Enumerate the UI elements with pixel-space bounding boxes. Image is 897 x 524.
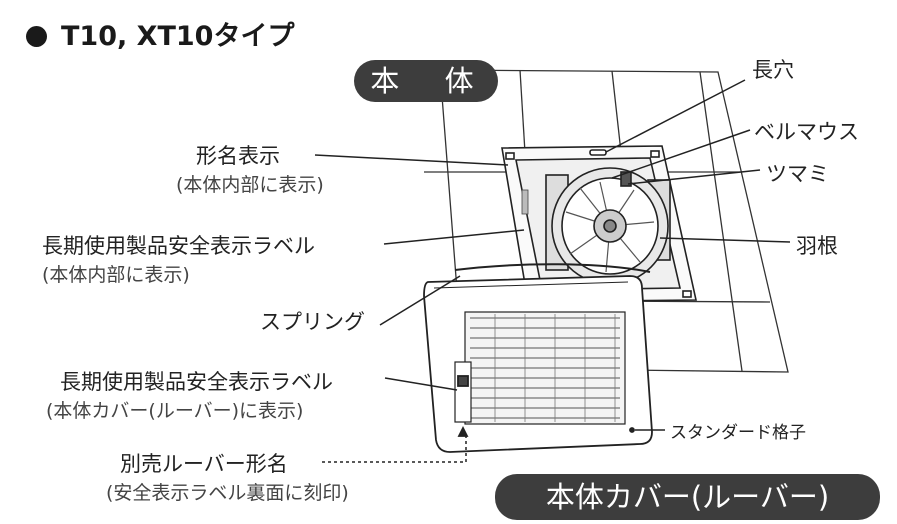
cover-louver-pill: 本体カバー(ルーバー)	[495, 474, 880, 520]
bullet-dot	[26, 26, 47, 47]
label-betsubai-sub: (安全表示ラベル裏面に刻印)	[106, 482, 349, 504]
label-katamei: 形名表示	[196, 144, 280, 168]
label-betsubai: 別売ルーバー形名	[120, 452, 288, 476]
label-choki-1: 長期使用製品安全表示ラベル	[42, 234, 315, 258]
main-unit-pill: 本 体	[354, 60, 498, 102]
label-choki-2-sub: (本体カバー(ルーバー)に表示)	[46, 400, 304, 422]
label-choki-2: 長期使用製品安全表示ラベル	[60, 370, 333, 394]
label-standard-grille: スタンダード格子	[670, 423, 806, 443]
page-title-text: T10, XT10タイプ	[61, 21, 295, 52]
label-nagaana: 長穴	[752, 58, 794, 82]
louver-cover	[423, 275, 653, 453]
label-tsumami: ツマミ	[766, 162, 829, 186]
page-title: T10, XT10タイプ	[26, 14, 294, 53]
label-hane: 羽根	[796, 234, 838, 258]
spring-wire	[454, 263, 651, 273]
label-katamei-sub: (本体内部に表示)	[176, 174, 324, 196]
main-unit-body	[501, 145, 697, 303]
leader-lines	[314, 79, 791, 463]
label-choki-1-sub: (本体内部に表示)	[42, 264, 190, 286]
label-spring: スプリング	[260, 310, 365, 334]
label-bellmouth: ベルマウス	[754, 120, 859, 144]
